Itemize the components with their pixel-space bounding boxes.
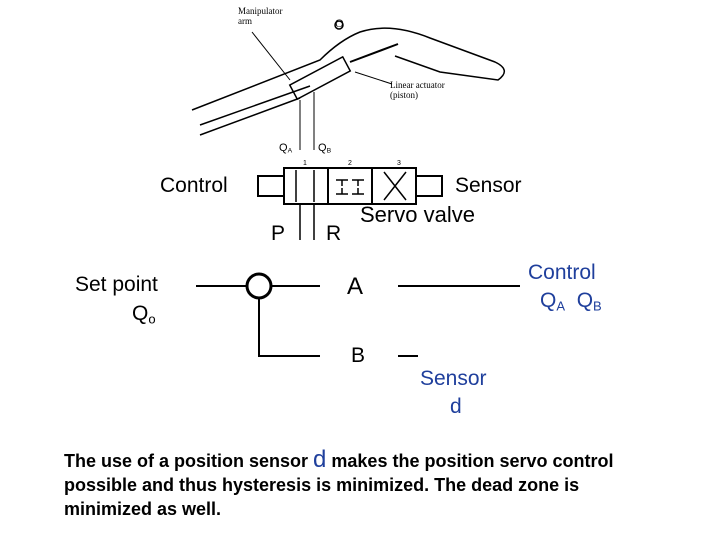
caption-part2: makes the position servo control possibl… [64,451,614,519]
loop-sensor-label: Sensor [420,367,487,390]
caption-symbol: d [313,446,327,473]
setpoint-label: Set point [75,273,158,296]
valve-r-label: R [326,222,342,245]
setpoint-q-label: Qo [132,303,156,325]
valve-qb-letter: Q [318,142,327,154]
valve-qa-label: QA [279,143,292,156]
valve-port-1: 1 [303,160,307,167]
arm-upper-outline [191,27,505,111]
actuator-rod [349,43,399,63]
arm-lower-outline [199,85,311,136]
valve-blocked-ports [336,179,364,195]
servo-valve-label: Servo valve [360,202,475,227]
loop-qb-letter: Q [576,289,594,312]
manipulator-arm-label: Manipulator arm [238,6,283,26]
loop-qa-letter: Q [540,289,557,312]
actuator-body [288,55,352,101]
linear-actuator-label: Linear actuator (piston) [390,80,445,100]
valve-qa-letter: Q [279,142,288,154]
valve-qb-subscript: B [326,147,332,155]
actuator-label-leader [354,71,393,85]
manipulator-arm-sketch [191,20,505,150]
valve-qa-subscript: A [287,147,293,155]
valve-port-3: 3 [397,160,401,167]
block-b-label: B [351,344,366,367]
loop-qa-subscript: A [556,298,566,314]
setpoint-q-letter: Q [132,302,149,325]
loop-control-flows: QA QB [540,290,602,312]
valve-cross-flow [383,171,407,201]
loop-control-label: Control [528,261,596,284]
arm-label-leader [251,31,291,81]
feedback-path [258,298,320,357]
caption-text: The use of a position sensor d makes the… [64,448,664,521]
loop-qb-subscript: B [593,298,602,314]
valve-control-actuator [257,175,285,197]
valve-port-2: 2 [348,160,352,167]
manipulator-arm-label-line2: arm [238,16,252,26]
setpoint-q-subscript: o [148,311,156,327]
summing-junction [245,272,273,300]
servo-valve-symbol [257,167,443,240]
pivot-label: O [335,16,344,30]
arm-pivot [334,20,344,30]
valve-p-label: P [271,222,286,245]
valve-control-label: Control [160,174,228,197]
linear-actuator-label-line2: (piston) [390,90,418,100]
valve-qb-label: QB [318,143,331,156]
valve-sensor-label: Sensor [455,174,522,197]
linear-actuator-label-line1: Linear actuator [390,80,445,90]
valve-sensor-actuator [415,175,443,197]
block-a-label: A [347,273,364,300]
valve-body [283,167,417,205]
loop-sensor-symbol: d [450,395,462,418]
manipulator-arm-label-line1: Manipulator [238,6,283,16]
caption-part1: The use of a position sensor [64,451,314,471]
control-loop [196,272,520,357]
